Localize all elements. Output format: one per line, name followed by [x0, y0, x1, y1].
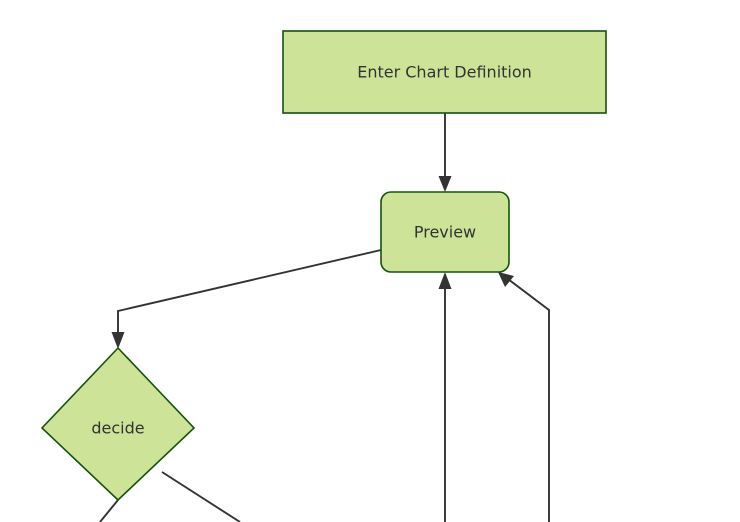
edge-line: [161, 471, 241, 522]
edge-decide-bottom-out: [99, 499, 119, 522]
edge-return-right-to-preview: [498, 272, 550, 522]
arrow-head-down-icon: [111, 332, 125, 349]
node-preview[interactable]: Preview: [380, 191, 510, 273]
node-shape-rectangle[interactable]: [282, 30, 607, 114]
edge-return-center-to-preview: [438, 272, 452, 522]
arrow-head-up-icon: [438, 272, 452, 289]
node-enter-chart-definition[interactable]: Enter Chart Definition: [282, 30, 607, 114]
edge-line: [507, 278, 550, 522]
arrow-head-up-left-icon: [498, 272, 514, 287]
node-decide[interactable]: decide: [40, 346, 196, 502]
edge-line: [117, 249, 382, 338]
edge-preview-to-decide: [111, 249, 382, 349]
node-label-decide: decide: [91, 419, 144, 438]
edge-line: [99, 499, 119, 522]
node-label-enter-chart-definition: Enter Chart Definition: [357, 63, 532, 82]
node-label-preview: Preview: [414, 223, 476, 242]
node-shape-diamond[interactable]: [40, 346, 196, 502]
node-shape-rounded-rectangle[interactable]: [380, 191, 510, 273]
arrow-head-down-icon: [438, 176, 452, 192]
edge-decide-right-out: [161, 471, 241, 522]
edge-enter-to-preview: [438, 113, 452, 192]
